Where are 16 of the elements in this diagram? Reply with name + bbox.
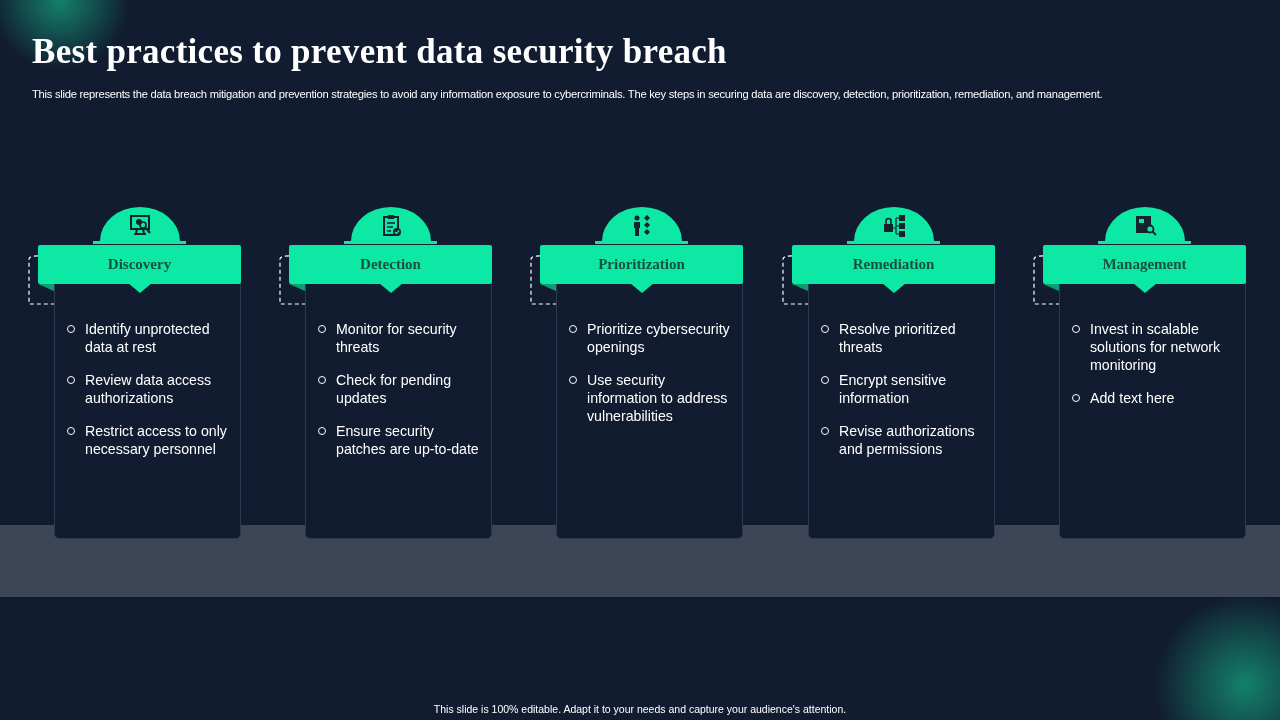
bullet-item: Identify unprotected data at rest (67, 320, 232, 356)
bullet-item: Prioritize cybersecurity openings (569, 320, 734, 356)
bullet-item: Revise authorizations and permissions (821, 422, 986, 458)
bullet-item: Add text here (1072, 389, 1237, 407)
bullet-item: Ensure security patches are up-to-date (318, 422, 483, 458)
bullet-item: Encrypt sensitive information (821, 371, 986, 407)
bullet-item: Monitor for security threats (318, 320, 483, 356)
footer-note: This slide is 100% editable. Adapt it to your needs and capture your audience's attention. (432, 703, 848, 715)
bullet-item: Check for pending updates (318, 371, 483, 407)
subtitle: This slide represents the data breach mitigation and prevention strategies to avoid any information exposure to cybercriminals. The key steps in securing data are discovery, detection, prioritization, remediation, and management. (32, 88, 1103, 100)
bullet-item: Resolve prioritized threats (821, 320, 986, 356)
bullet-item: Use security information to address vulnerabilities (569, 371, 734, 425)
slide-title: Best practices to prevent data security breach (32, 32, 727, 72)
bullet-item: Invest in scalable solutions for network monitoring (1072, 320, 1237, 374)
bullet-item: Restrict access to only necessary personnel (67, 422, 232, 458)
bullet-item: Review data access authorizations (67, 371, 232, 407)
